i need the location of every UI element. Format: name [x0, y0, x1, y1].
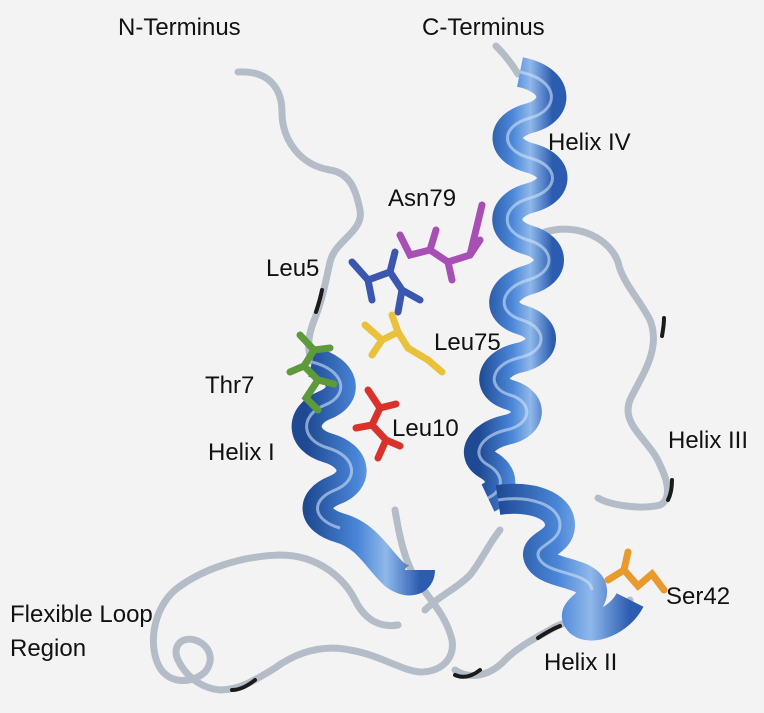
leu75-label: Leu75: [434, 329, 501, 356]
asn79-label: Asn79: [388, 185, 456, 212]
c-terminal-coil: [496, 46, 518, 74]
leu5-sidechain: [352, 252, 420, 312]
flexible-loop-label-line1: Flexible Loop: [10, 601, 153, 628]
ser42-label: Ser42: [666, 583, 730, 610]
helix-iii-label: Helix III: [668, 427, 748, 454]
asn79-sidechain: [400, 205, 482, 280]
c-terminus-label: C-Terminus: [422, 14, 545, 41]
leu5-label: Leu5: [266, 255, 319, 282]
flexible-loop-coil: [153, 510, 452, 690]
flexible-loop-label-line2: Region: [10, 635, 86, 662]
helix-ii-ribbon: [498, 499, 630, 626]
loop-helix-iii-ii: [598, 498, 660, 507]
helix-i-label: Helix I: [208, 439, 275, 466]
thr7-label: Thr7: [205, 372, 254, 399]
leu75-sidechain: [365, 315, 442, 372]
helix-ii-label: Helix II: [544, 649, 617, 676]
helix-iv-ribbon: [479, 72, 553, 498]
n-terminus-label: N-Terminus: [118, 14, 241, 41]
flexible-loop-connector: [425, 530, 500, 610]
ser42-sidechain: [608, 552, 664, 590]
n-terminal-coil: [238, 72, 360, 362]
leu10-label: Leu10: [392, 415, 459, 442]
loop-helix-iv-iii: [545, 229, 668, 505]
helix-iv-label: Helix IV: [548, 129, 631, 156]
